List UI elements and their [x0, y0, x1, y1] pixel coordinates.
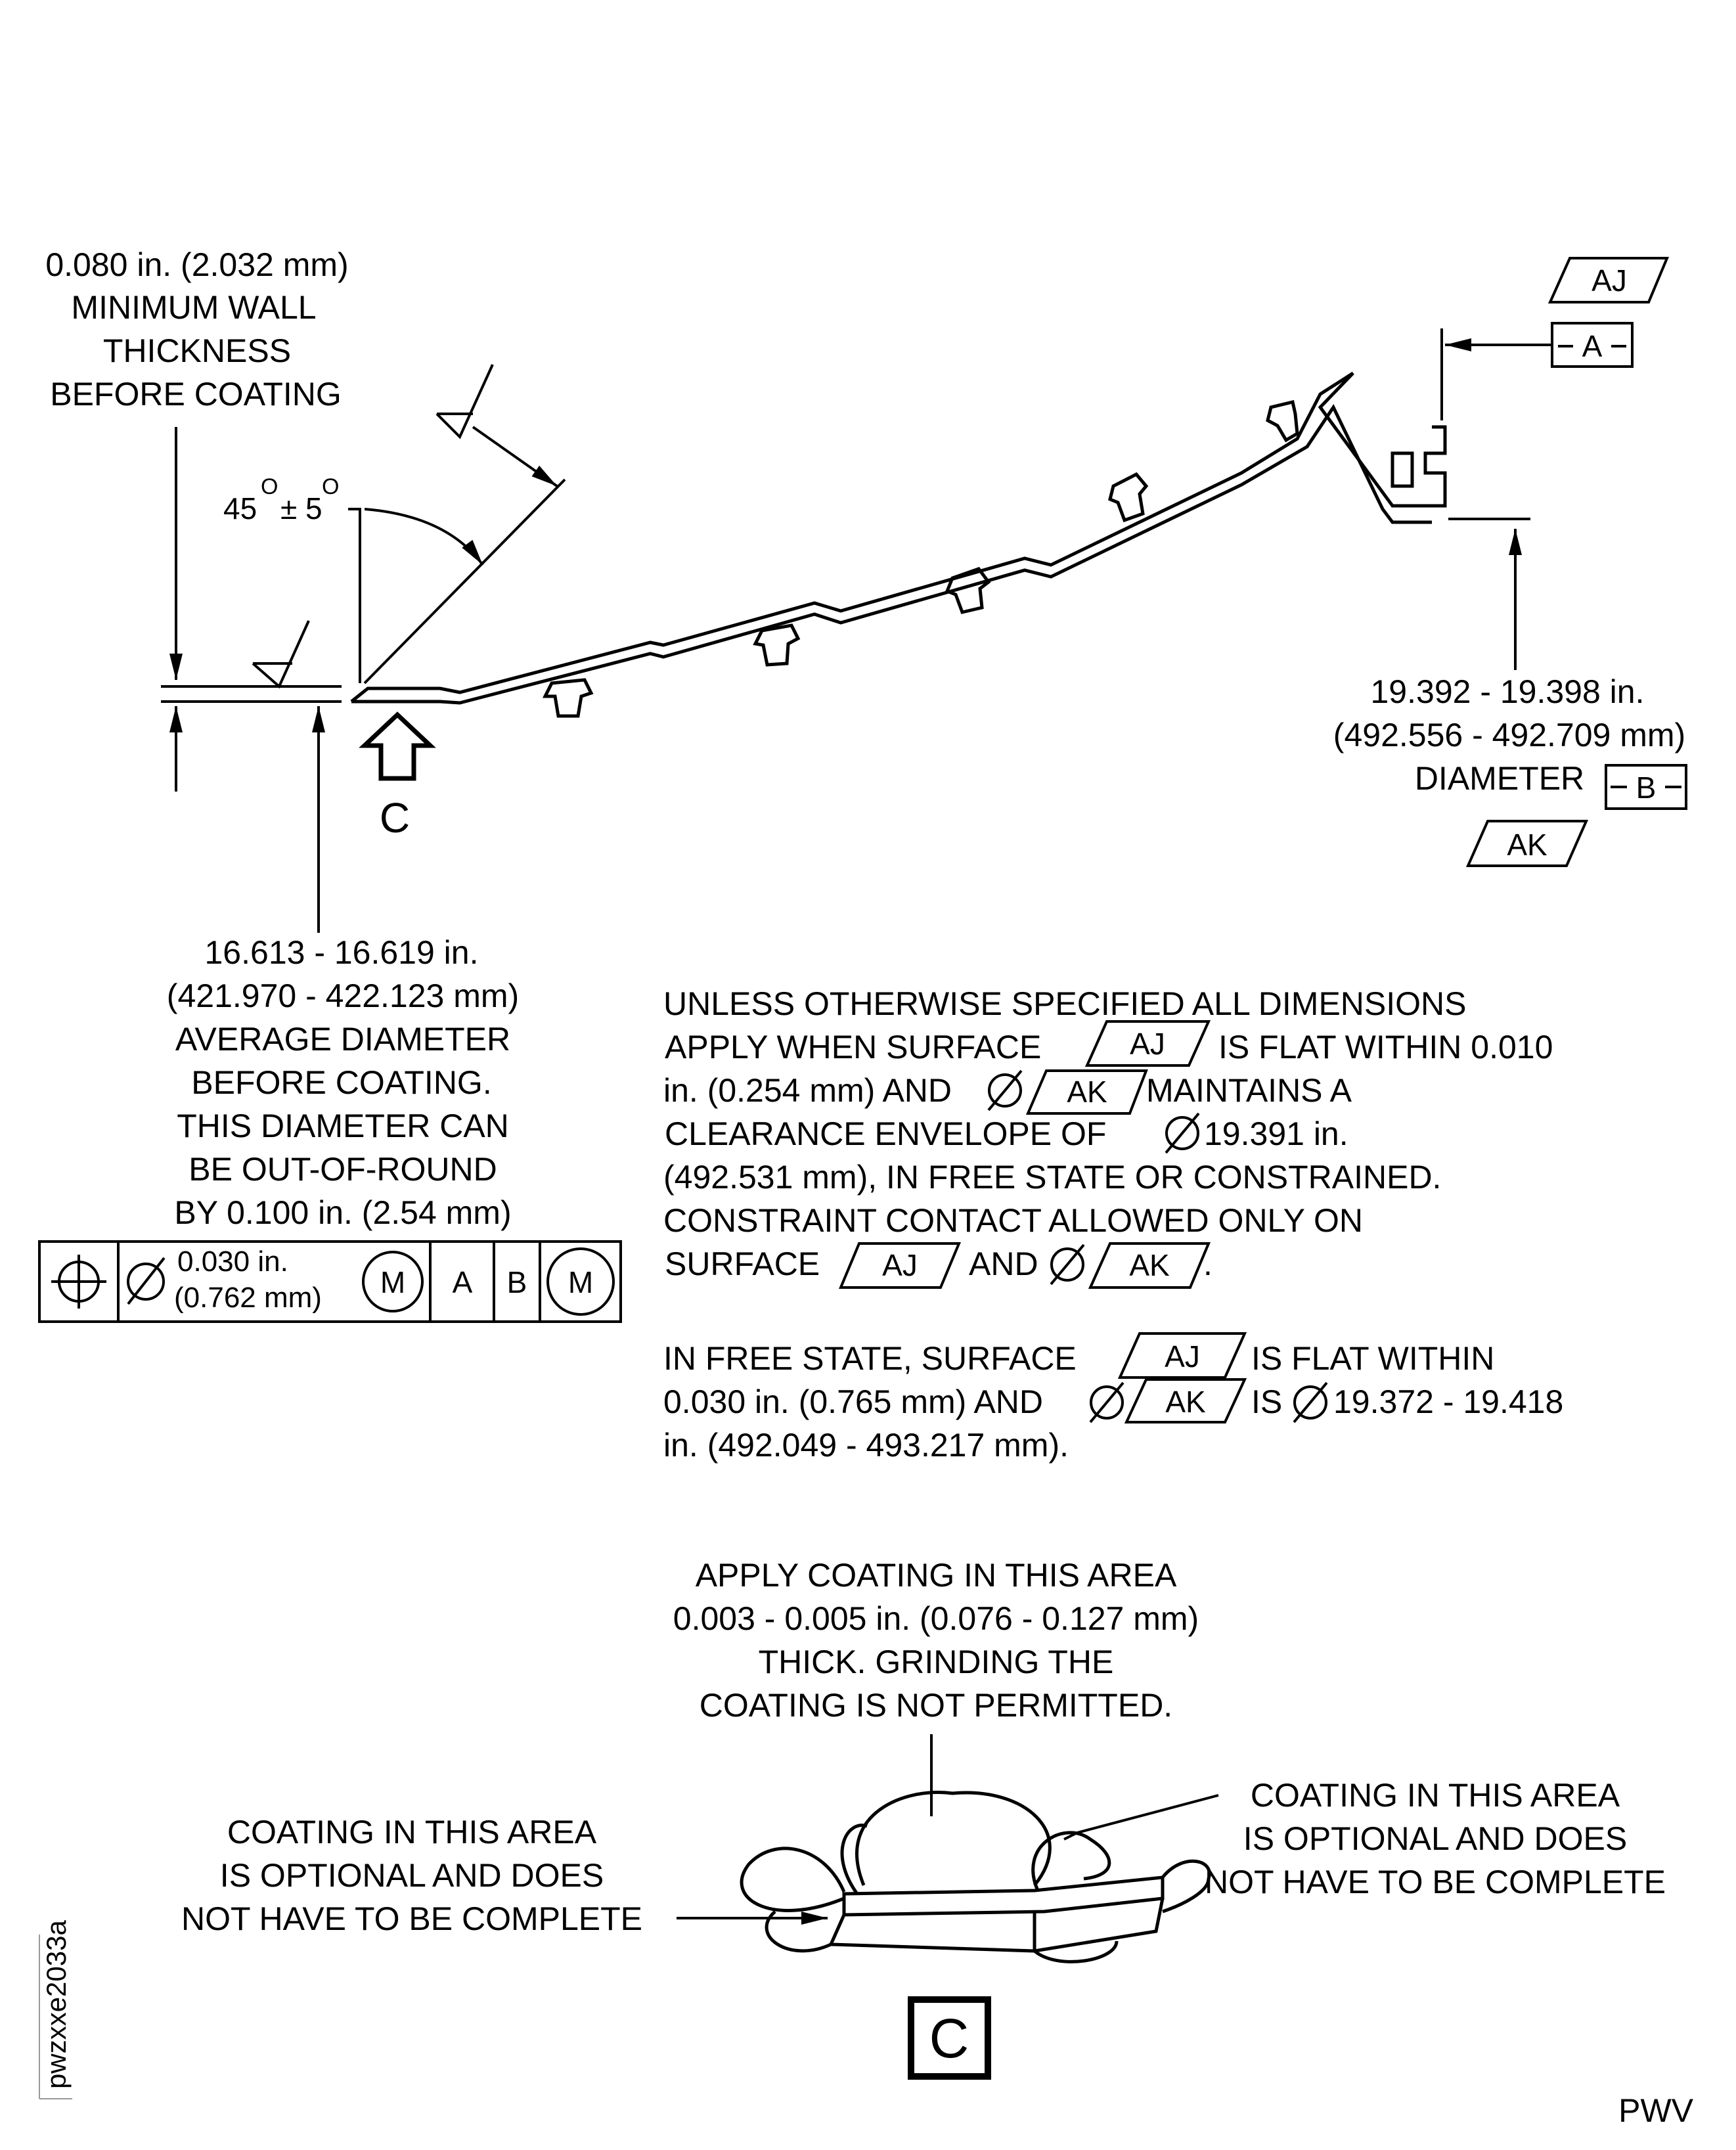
optional-note-right: COATING IN THIS AREA IS OPTIONAL AND DOE…: [1205, 1777, 1666, 1900]
opt-right-1c: NOT HAVE TO BE COMPLETE: [1205, 1864, 1666, 1900]
corner-tag: PWV: [1618, 2092, 1694, 2129]
position-icon: [51, 1255, 106, 1309]
coating-line-4: COATING IS NOT PERMITTED.: [700, 1687, 1172, 1724]
unless-line-7a: SURFACE: [665, 1245, 820, 1282]
avg-line-6: BE OUT-OF-ROUND: [189, 1151, 497, 1188]
mmc-circle-2: [546, 1247, 615, 1316]
figure-id-text: pwzxxe2033a: [41, 1920, 72, 2089]
unless-line-4a: CLEARANCE ENVELOPE OF: [665, 1115, 1106, 1152]
unless-line-2b: IS FLAT WITHIN 0.010: [1218, 1029, 1553, 1065]
wall-note-line-1: 0.080 in. (2.032 mm): [45, 246, 348, 283]
free-line-1a: IN FREE STATE, SURFACE: [663, 1340, 1077, 1377]
free-line-2c: 19.372 - 19.418: [1333, 1383, 1563, 1420]
lug-1: [542, 678, 594, 718]
fcf-tolerance-mm: (0.762 mm): [174, 1282, 322, 1314]
wall-note-line-4: BEFORE COATING: [50, 376, 342, 413]
average-diameter-dimension: 16.613 - 16.619 in. (421.970 - 422.123 m…: [167, 706, 519, 1231]
angle-base: 45: [223, 491, 257, 526]
od-line-2: (492.556 - 492.709 mm): [1333, 717, 1685, 753]
free-line-2b: IS: [1251, 1383, 1282, 1420]
figure-id: pwzxxe2033a: [39, 1920, 72, 2099]
ring-profile: [350, 371, 1447, 718]
fcf-datum-modifier: M: [568, 1265, 593, 1299]
avg-line-2: (421.970 - 422.123 mm): [167, 977, 519, 1014]
coating-line-1: APPLY COATING IN THIS AREA: [696, 1557, 1177, 1594]
avg-line-5: THIS DIAMETER CAN: [177, 1108, 509, 1144]
opt-right-1: COATING IN THIS AREA: [1251, 1777, 1620, 1814]
avg-line-1: 16.613 - 16.619 in.: [205, 934, 479, 971]
optional-note-left: COATING IN THIS AREA IS OPTIONAL AND DOE…: [181, 1814, 642, 1937]
free-state-note: IN FREE STATE, SURFACE AJ IS FLAT WITHIN…: [663, 1332, 1563, 1464]
datum-b-letter: B: [1636, 771, 1657, 805]
fcf-datum-a: A: [453, 1265, 473, 1299]
view-c-title: C: [929, 2007, 969, 2069]
datum-ak-label-right: AK: [1507, 828, 1547, 862]
datum-a-letter: A: [1582, 329, 1603, 363]
coating-line-3: THICK. GRINDING THE: [759, 1644, 1114, 1680]
surface-finish-symbol-left: [252, 620, 310, 689]
angle-tolerance: ± 5: [280, 491, 323, 526]
fcf-datum-b: B: [507, 1265, 527, 1299]
od-line-3: DIAMETER: [1415, 760, 1584, 797]
unless-line-5: (492.531 mm), IN FREE STATE OR CONSTRAIN…: [663, 1159, 1441, 1196]
free-line-3: in. (492.049 - 493.217 mm).: [663, 1427, 1069, 1464]
fcf-modifier: M: [380, 1265, 405, 1299]
unless-aj-1: AJ: [1130, 1027, 1165, 1061]
mmc-circle-1: [362, 1251, 424, 1312]
free-line-2a: 0.030 in. (0.765 mm) AND: [663, 1383, 1043, 1420]
unless-line-3a: in. (0.254 mm) AND: [663, 1072, 952, 1109]
free-line-1b: IS FLAT WITHIN: [1251, 1340, 1494, 1377]
opt-right-1b: IS OPTIONAL AND DOES: [1243, 1820, 1627, 1857]
unless-line-6: CONSTRAINT CONTACT ALLOWED ONLY ON: [663, 1202, 1363, 1239]
lug-3: [945, 567, 991, 614]
avg-line-4: BEFORE COATING.: [191, 1064, 491, 1101]
unless-line-7b: AND: [969, 1245, 1038, 1282]
datum-a-box: A: [1440, 322, 1634, 420]
unless-line-2a: APPLY WHEN SURFACE: [665, 1029, 1041, 1065]
wall-thickness-note: 0.080 in. (2.032 mm) MINIMUM WALL THICKN…: [45, 246, 348, 413]
avg-line-3: AVERAGE DIAMETER: [175, 1021, 510, 1058]
datum-aj-label-top: AJ: [1591, 263, 1627, 298]
unless-line-7c: .: [1203, 1245, 1213, 1282]
wall-note-line-2: MINIMUM WALL: [71, 289, 316, 326]
unless-line-1: UNLESS OTHERWISE SPECIFIED ALL DIMENSION…: [663, 985, 1467, 1022]
wall-note-line-3: THICKNESS: [103, 332, 291, 369]
angle-base-degree: O: [261, 474, 278, 499]
lug-4: [1108, 472, 1149, 523]
opt-left-2: IS OPTIONAL AND DOES: [220, 1857, 604, 1894]
free-ak: AK: [1165, 1385, 1206, 1419]
unless-otherwise-note: UNLESS OTHERWISE SPECIFIED ALL DIMENSION…: [663, 985, 1553, 1289]
opt-left-1: COATING IN THIS AREA: [227, 1814, 597, 1850]
unless-line-4b: 19.391 in.: [1204, 1115, 1348, 1152]
free-aj: AJ: [1165, 1339, 1200, 1374]
unless-ak-1: AK: [1067, 1075, 1107, 1109]
unless-aj-2: AJ: [882, 1248, 918, 1282]
wall-thickness-dimension: [161, 427, 342, 792]
view-c-marker: C: [380, 794, 410, 841]
diameter-icon: [127, 1257, 166, 1305]
view-c-arrow: C: [359, 711, 436, 841]
coating-note: APPLY COATING IN THIS AREA 0.003 - 0.005…: [673, 1557, 1199, 1724]
lug-2: [753, 623, 801, 667]
chamfer-angle: 45 O ± 5 O: [223, 474, 566, 684]
view-c-detail: [740, 1791, 1211, 1963]
unless-line-3b: MAINTAINS A: [1146, 1072, 1352, 1109]
view-c-label: C: [908, 1996, 991, 2080]
opt-left-3: NOT HAVE TO BE COMPLETE: [181, 1900, 642, 1937]
unless-ak-2: AK: [1129, 1248, 1170, 1282]
datum-aj-flag-top: AJ: [1547, 257, 1670, 303]
angle-tolerance-degree: O: [322, 474, 339, 499]
surface-finish-symbol-top: [435, 364, 558, 487]
avg-line-7: BY 0.100 in. (2.54 mm): [174, 1194, 511, 1231]
coating-line-2: 0.003 - 0.005 in. (0.076 - 0.127 mm): [673, 1600, 1199, 1637]
outer-diameter-dimension: 19.392 - 19.398 in. (492.556 - 492.709 m…: [1333, 518, 1687, 867]
od-line-1: 19.392 - 19.398 in.: [1371, 673, 1645, 710]
fcf-tolerance-in: 0.030 in.: [177, 1245, 288, 1278]
feature-control-frame: 0.030 in. (0.762 mm) M A B M: [38, 1240, 622, 1323]
lug-5: [1266, 399, 1299, 443]
